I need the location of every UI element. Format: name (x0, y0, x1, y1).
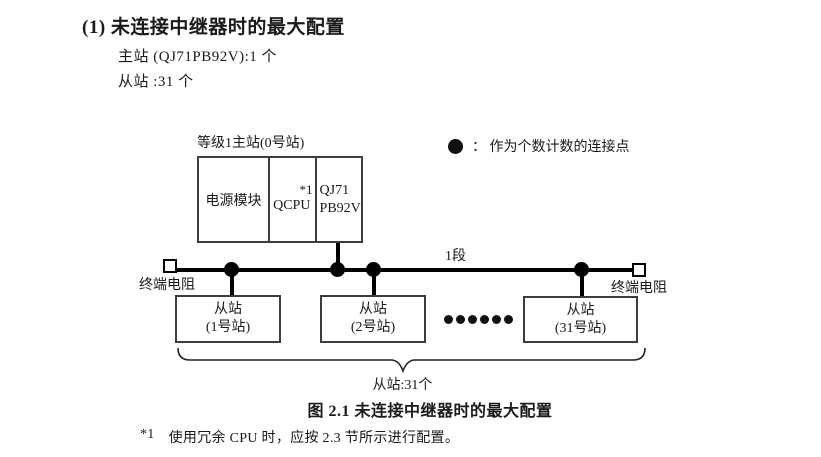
master-drop-line (336, 243, 340, 270)
page-title: (1) 未连接中继器时的最大配置 (82, 17, 345, 38)
connection-point-dot-icon (448, 138, 463, 154)
brace-label: 从站:31个 (372, 378, 433, 393)
pb92v-cell: QJ71 PB92V (314, 158, 361, 241)
slave-station-number: (2号站) (350, 320, 396, 335)
terminator-right-label: 终端电阻 (611, 281, 667, 296)
segment-label: 1段 (445, 249, 466, 264)
slave-count-spec: 从站 :31 个 (118, 74, 194, 90)
master-station-label: 等级1主站(0号站) (197, 136, 305, 151)
ellipsis-dot (480, 315, 489, 324)
master-station-box: 电源模块 *1 QCPU QJ71 PB92V (197, 156, 363, 243)
slave-station-box-1: 从站 (1号站) (175, 295, 281, 343)
slave-name: 从站 (566, 302, 595, 318)
terminator-left-icon (163, 259, 177, 273)
slave-station-box-2: 从站 (2号站) (320, 295, 426, 343)
connection-dot (574, 262, 589, 277)
legend: ： 作为个数计数的连接点 (448, 136, 630, 156)
footnote: *1 使用冗余 CPU 时，应按 2.3 节所示进行配置。 (140, 427, 459, 447)
footnote-marker: *1 (140, 427, 155, 442)
ellipsis-dot (456, 315, 465, 324)
ellipsis-dot (444, 315, 453, 324)
bus-line (177, 268, 632, 272)
figure-caption: 图 2.1 未连接中继器时的最大配置 (307, 403, 553, 420)
terminator-right-icon (632, 263, 646, 277)
slave-station-number: (1号站) (205, 320, 251, 335)
legend-text: ： 作为个数计数的连接点 (472, 140, 630, 155)
slave-station-box-31: 从站 (31号站) (523, 296, 638, 343)
cpu-label: QCPU (273, 198, 311, 213)
cpu-cell: *1 QCPU (268, 158, 314, 241)
power-module-cell: 电源模块 (205, 193, 262, 209)
connection-dot (330, 262, 345, 277)
footnote-text: 使用冗余 CPU 时，应按 2.3 节所示进行配置。 (168, 431, 460, 446)
slave31-drop-line (580, 270, 584, 296)
ellipsis-dot (504, 315, 513, 324)
connection-dot (366, 262, 381, 277)
cpu-footnote-ref: *1 (299, 182, 313, 197)
slave1-drop-line (230, 270, 234, 295)
connection-dot (224, 262, 239, 277)
terminator-left-label: 终端电阻 (139, 278, 195, 293)
ellipsis-dot (492, 315, 501, 324)
slave-name: 从站 (359, 302, 387, 317)
ellipsis-dots (444, 315, 513, 324)
slave-count-brace (177, 347, 646, 374)
slave-station-number: (31号站) (554, 320, 607, 336)
master-count-spec: 主站 (QJ71PB92V):1 个 (118, 49, 278, 65)
ellipsis-dot (468, 315, 477, 324)
slave2-drop-line (372, 270, 376, 295)
slave-name: 从站 (214, 302, 242, 317)
